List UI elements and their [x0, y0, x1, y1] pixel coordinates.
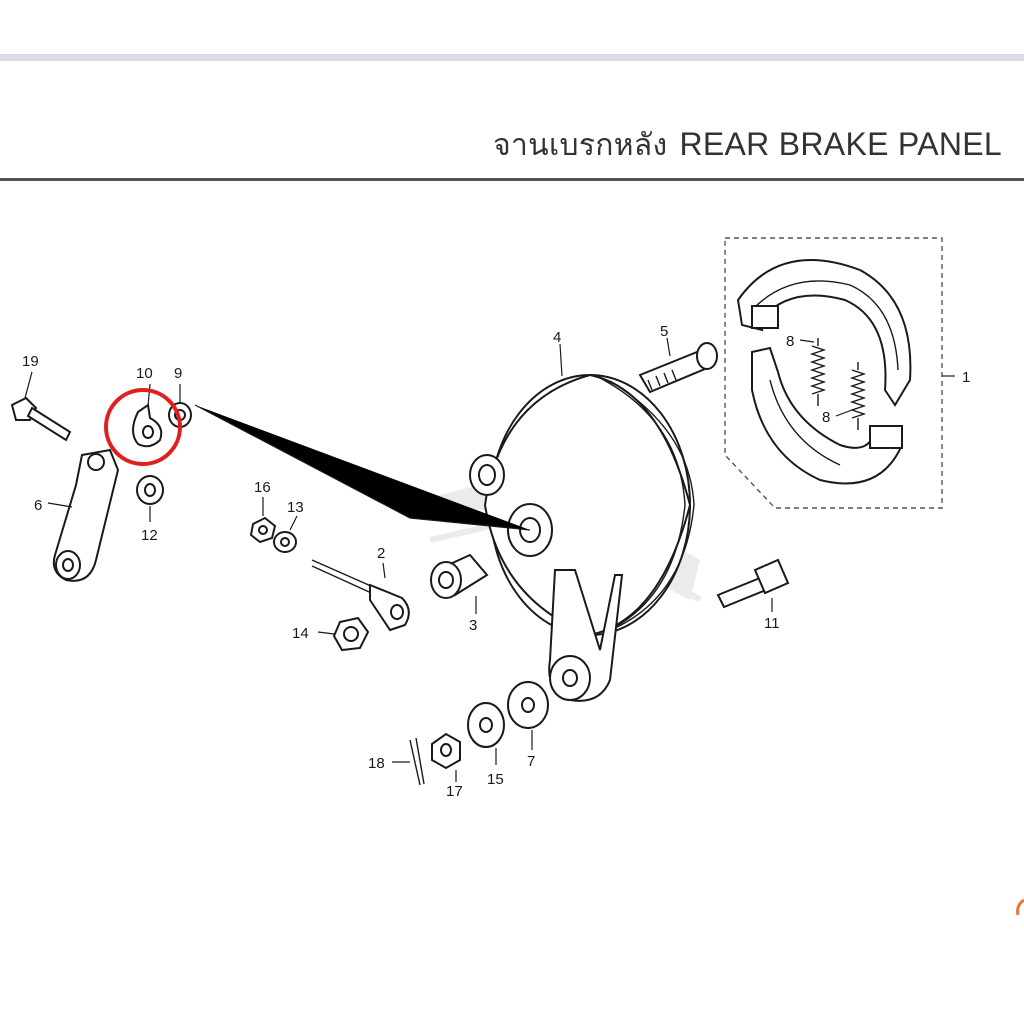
- washer-13: [273, 531, 297, 553]
- callout-19: 19: [22, 353, 39, 370]
- wear-indicator-plate-10: [132, 403, 163, 448]
- callout-12: 12: [141, 527, 158, 544]
- top-divider: [0, 54, 1024, 61]
- brake-cam: [638, 342, 718, 394]
- callout-11: 11: [764, 615, 780, 632]
- spring-upper: [809, 338, 827, 406]
- callout-3: 3: [469, 617, 477, 634]
- callout-15: 15: [487, 771, 504, 788]
- callout-14: 14: [292, 625, 309, 642]
- callout-18: 18: [368, 755, 385, 772]
- nut-14: [332, 616, 370, 652]
- nut-17: [431, 732, 461, 770]
- brake-panel: [469, 373, 695, 702]
- bolt-19: [10, 396, 72, 442]
- collar-3: [430, 553, 489, 599]
- callout-8-lower: 8: [822, 409, 830, 426]
- callout-9: 9: [174, 365, 182, 382]
- callout-7: 7: [527, 753, 535, 770]
- callout-1: 1: [962, 369, 970, 386]
- callout-10: 10: [136, 365, 153, 382]
- cotter-pin-18: [409, 737, 425, 786]
- adjuster-rod-2: [311, 559, 410, 632]
- callout-4: 4: [553, 329, 561, 346]
- callout-5: 5: [660, 323, 668, 340]
- top-band: [0, 0, 1024, 62]
- callout-6: 6: [34, 497, 42, 514]
- edge-mark: [1016, 898, 1024, 916]
- brake-shoe-upper: [736, 259, 912, 407]
- callout-17: 17: [446, 783, 463, 800]
- spring-lower: [849, 362, 867, 430]
- callout-13: 13: [287, 499, 304, 516]
- washer-15: [467, 702, 505, 748]
- washer-7: [507, 681, 549, 729]
- bolt-11: [716, 558, 790, 609]
- brake-arm-6: [52, 448, 120, 582]
- callout-2: 2: [377, 545, 385, 562]
- brake-shoe-lower: [751, 346, 904, 485]
- title-thai: จานเบรกหลัง: [493, 128, 668, 163]
- washer-12: [136, 475, 164, 505]
- nut-16: [249, 516, 277, 544]
- header-rule: [0, 178, 1024, 181]
- callout-16: 16: [254, 479, 271, 496]
- title-english: REAR BRAKE PANEL: [679, 126, 1002, 162]
- brake-shoe-group-box: [724, 237, 943, 509]
- highlight-circle: [104, 388, 182, 466]
- callout-8-upper: 8: [786, 333, 794, 350]
- page-title: จานเบรกหลัง REAR BRAKE PANEL: [493, 122, 1002, 169]
